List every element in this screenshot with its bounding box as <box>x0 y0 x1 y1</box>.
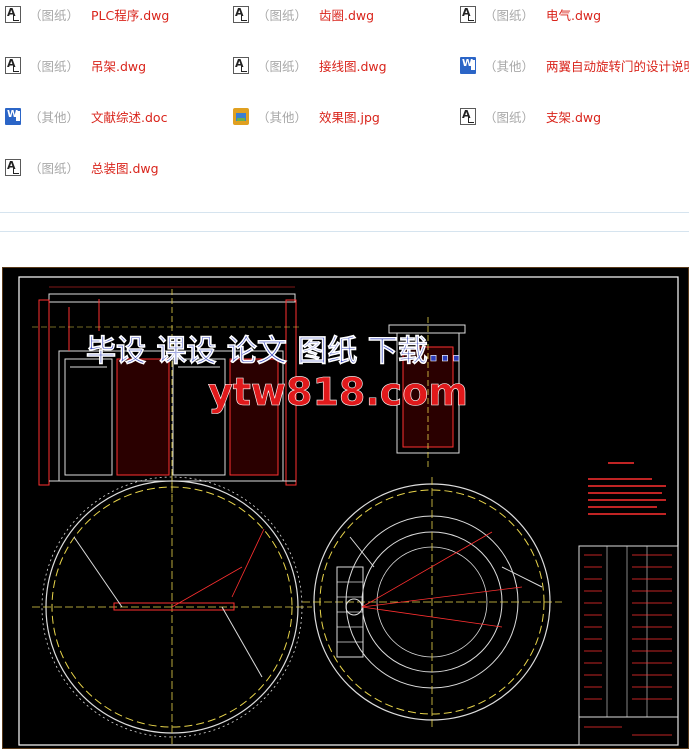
file-category: （其他） <box>257 109 308 125</box>
file-category: （图纸） <box>29 58 80 74</box>
cad-drawing-preview[interactable]: 毕设 课设 论文 图纸 下载... ytw818.com <box>2 267 689 749</box>
file-name-link[interactable]: 接线图.dwg <box>319 58 387 74</box>
front-elevation-view <box>32 286 302 497</box>
watermark-line2: ytw818.com <box>208 370 468 414</box>
dwg-icon <box>5 56 21 74</box>
file-item[interactable]: （其他） 效果图.jpg <box>233 106 380 126</box>
file-name-link[interactable]: 电气.dwg <box>546 7 602 23</box>
file-item[interactable]: （图纸） 支架.dwg <box>460 106 601 126</box>
file-item[interactable]: （其他） 文献综述.doc <box>5 106 167 126</box>
file-item[interactable]: （其他） 两翼自动旋转门的设计说明 <box>460 55 689 75</box>
file-category: （图纸） <box>29 160 80 176</box>
watermark-line1: 毕设 课设 论文 图纸 下载... <box>86 334 462 369</box>
file-item[interactable]: （图纸） PLC程序.dwg <box>5 4 169 24</box>
drawing-canvas <box>2 267 689 749</box>
file-name-link[interactable]: 支架.dwg <box>546 109 602 125</box>
dwg-icon <box>460 107 476 125</box>
dwg-icon <box>233 56 249 74</box>
dwg-icon <box>233 5 249 23</box>
technical-notes <box>588 462 666 515</box>
file-name-link[interactable]: 吊架.dwg <box>91 58 147 74</box>
file-name-link[interactable]: 两翼自动旋转门的设计说明 <box>546 58 689 74</box>
file-item[interactable]: （图纸） 电气.dwg <box>460 4 601 24</box>
image-icon <box>233 107 249 125</box>
file-category: （图纸） <box>257 7 308 23</box>
divider <box>0 212 689 213</box>
file-category: （其他） <box>29 109 80 125</box>
file-name-link[interactable]: PLC程序.dwg <box>91 7 170 23</box>
dwg-icon <box>5 158 21 176</box>
file-name-link[interactable]: 总装图.dwg <box>91 160 159 176</box>
file-item[interactable]: （图纸） 接线图.dwg <box>233 55 387 75</box>
side-section-view <box>388 317 466 467</box>
divider <box>0 231 689 232</box>
word-icon <box>460 56 476 74</box>
dwg-icon <box>5 5 21 23</box>
file-category: （图纸） <box>484 7 535 23</box>
file-item[interactable]: （图纸） 齿圈.dwg <box>233 4 374 24</box>
word-icon <box>5 107 21 125</box>
dwg-icon <box>460 5 476 23</box>
file-name-link[interactable]: 效果图.jpg <box>319 109 380 125</box>
file-category: （图纸） <box>484 109 535 125</box>
plan-view-right <box>302 477 562 727</box>
drawing-frame <box>18 276 679 746</box>
title-block <box>578 545 679 746</box>
file-item[interactable]: （图纸） 总装图.dwg <box>5 157 159 177</box>
plan-view-left <box>32 472 312 745</box>
file-category: （其他） <box>484 58 535 74</box>
file-name-link[interactable]: 文献综述.doc <box>91 109 168 125</box>
file-item[interactable]: （图纸） 吊架.dwg <box>5 55 146 75</box>
file-name-link[interactable]: 齿圈.dwg <box>319 7 375 23</box>
file-category: （图纸） <box>257 58 308 74</box>
file-category: （图纸） <box>29 7 80 23</box>
